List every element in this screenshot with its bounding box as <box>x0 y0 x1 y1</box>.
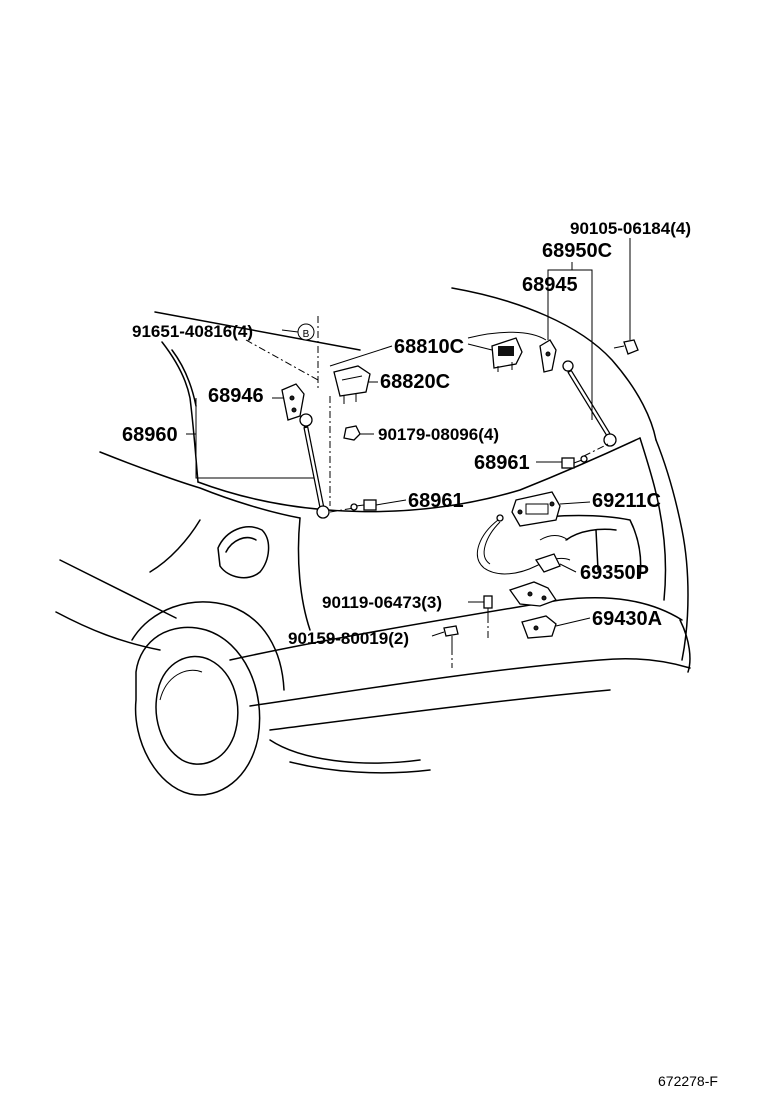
label-68960: 68960 <box>122 424 178 446</box>
label-91651-40816: 91651-40816(4) <box>132 322 253 341</box>
label-90119-06473: 90119-06473(3) <box>322 593 442 612</box>
marker-b-icon: B <box>297 323 315 341</box>
switch-68810c-icon <box>491 337 523 372</box>
label-68961-left: 68961 <box>408 490 464 512</box>
ball-stud-right-icon <box>561 455 588 469</box>
ball-stud-left-icon <box>350 499 377 511</box>
label-69211c: 69211C <box>592 490 661 512</box>
right-gas-strut-icon <box>562 360 617 447</box>
label-69430a: 69430A <box>592 608 662 630</box>
leader-lines <box>186 238 631 668</box>
left-hinge-icon <box>281 383 305 421</box>
svg-text:B: B <box>303 329 310 340</box>
left-gas-strut-icon <box>299 413 330 519</box>
part-graphics: B <box>281 323 639 648</box>
label-69350p: 69350P <box>580 562 649 584</box>
hinge-68820c-icon <box>333 365 371 404</box>
label-68820c: 68820C <box>380 371 450 393</box>
label-68945: 68945 <box>522 274 578 296</box>
label-68961-right: 68961 <box>474 452 530 474</box>
car-body-outline <box>55 287 691 796</box>
striker-69430a-icon <box>521 615 557 639</box>
label-90105-06184: 90105-06184(4) <box>570 219 691 238</box>
label-68810c: 68810C <box>394 336 464 358</box>
label-68946: 68946 <box>208 385 264 407</box>
label-68950c: 68950C <box>542 240 612 262</box>
right-hinge-icon <box>539 339 557 373</box>
bolt-90105-icon <box>613 339 639 355</box>
nut-90179-icon <box>343 425 361 441</box>
figure-code: 672278-F <box>658 1073 718 1089</box>
screw-90159-icon <box>443 625 459 648</box>
cable-69350p-icon <box>476 514 571 575</box>
handle-69211c-icon <box>511 491 561 527</box>
label-90159-80019: 90159-80019(2) <box>288 629 409 648</box>
lock-assembly-icon <box>508 581 557 607</box>
part-labels: 90105-06184(4) 68950C 68945 91651-40816(… <box>122 219 718 1089</box>
label-90179-08096: 90179-08096(4) <box>378 425 499 444</box>
